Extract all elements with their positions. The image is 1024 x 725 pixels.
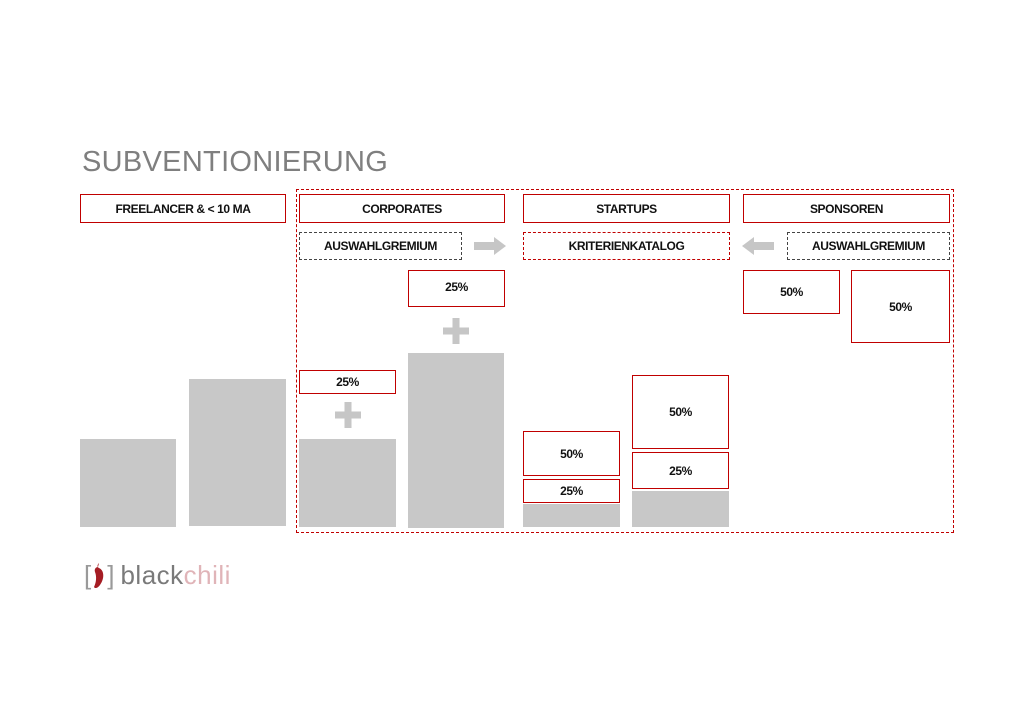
plus-icon xyxy=(443,318,469,344)
startups-right-top-percent: 50% xyxy=(632,375,729,449)
arrow-right-icon xyxy=(474,237,506,255)
page-title: SUBVENTIONIERUNG xyxy=(82,146,389,178)
freelancer-bar-large xyxy=(189,379,286,526)
corporates-large-percent: 25% xyxy=(408,270,505,307)
header-sponsoren: SPONSOREN xyxy=(743,194,950,223)
logo-text-black: black xyxy=(120,560,184,590)
corporates-bar-small xyxy=(299,439,396,527)
freelancer-bar-small xyxy=(80,439,176,527)
selection-startups: KRITERIENKATALOG xyxy=(523,232,730,260)
sponsoren-left-percent: 50% xyxy=(743,270,840,314)
chili-icon xyxy=(94,562,104,588)
header-freelancer: FREELANCER & < 10 MA xyxy=(80,194,286,223)
logo-bracket-open: [ xyxy=(84,560,92,590)
header-startups: STARTUPS xyxy=(523,194,730,223)
startups-bar-right xyxy=(632,491,729,527)
header-corporates: CORPORATES xyxy=(299,194,505,223)
corporates-small-percent: 25% xyxy=(299,370,396,394)
selection-sponsoren: AUSWAHLGREMIUM xyxy=(787,232,950,260)
subsidy-frame xyxy=(296,189,954,533)
logo-text-chili: chili xyxy=(183,560,231,590)
startups-left-bottom-percent: 25% xyxy=(523,479,620,503)
arrow-left-icon xyxy=(742,237,774,255)
startups-left-top-percent: 50% xyxy=(523,431,620,476)
plus-icon xyxy=(335,402,361,428)
selection-corporates: AUSWAHLGREMIUM xyxy=(299,232,462,260)
corporates-bar-large xyxy=(408,353,504,528)
sponsoren-right-percent: 50% xyxy=(851,270,950,343)
startups-bar-left xyxy=(523,504,620,527)
startups-right-bottom-percent: 25% xyxy=(632,452,729,489)
blackchili-logo: [ ] black chili xyxy=(84,560,231,591)
logo-bracket-close: ] xyxy=(107,560,115,590)
